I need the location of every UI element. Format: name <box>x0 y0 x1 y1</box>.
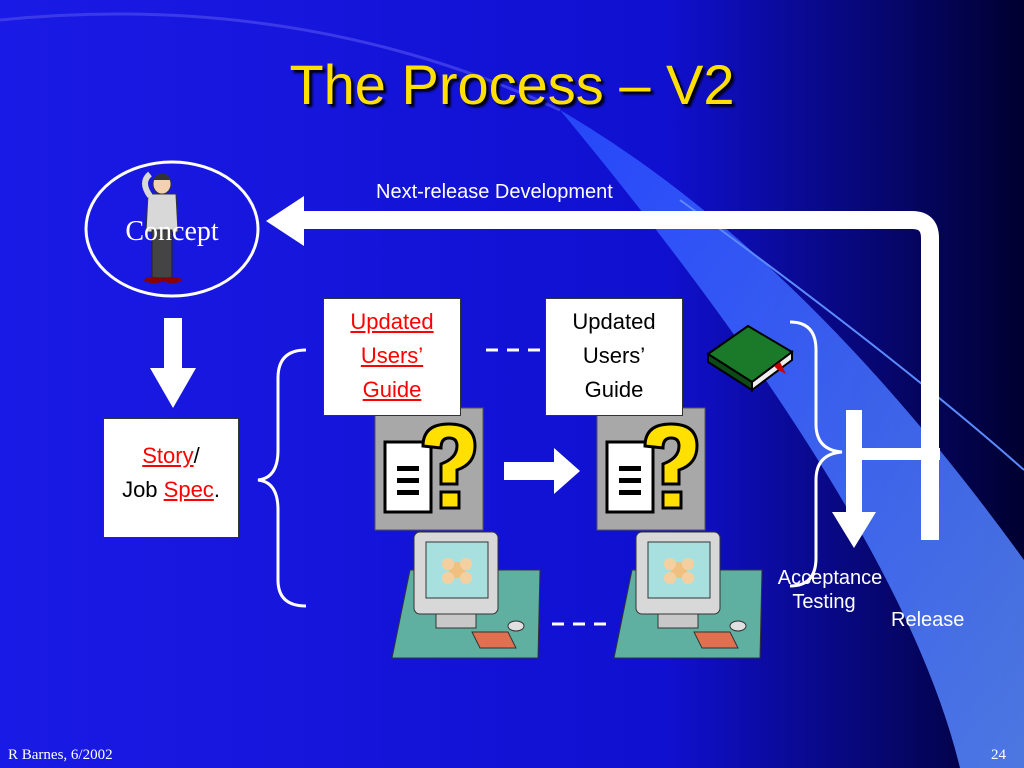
acceptance-testing-label: Acceptance Testing <box>762 566 898 614</box>
next-release-label: Next-release Development <box>376 181 613 203</box>
updated-users-guide-right-line3: Guide <box>584 377 644 402</box>
story-link[interactable]: Story <box>142 443 194 468</box>
slide-title: The Process – V2 <box>289 53 735 116</box>
left-brace <box>257 348 307 608</box>
help-document-icon <box>596 407 706 531</box>
thinking-person-icon <box>142 171 182 283</box>
right-brace <box>789 320 843 588</box>
updated-users-guide-left-line2[interactable]: Users’ <box>360 343 424 368</box>
help-document-icon <box>374 407 484 531</box>
concept-down-arrow-shaft <box>164 318 182 370</box>
transition-arrow-head <box>554 448 580 494</box>
updated-users-guide-left: Updated Users’ Guide <box>323 298 461 416</box>
job-text: Job <box>122 477 164 502</box>
acceptance-arrow-shaft <box>846 410 862 514</box>
updated-users-guide-left-line3[interactable]: Guide <box>362 377 422 402</box>
updated-users-guide-right-line2: Users’ <box>582 343 646 368</box>
acceptance-line1: Acceptance <box>777 567 883 589</box>
computer-icon <box>613 531 763 659</box>
decorative-arc <box>0 12 561 112</box>
computer-icon <box>391 531 541 659</box>
acceptance-arrow-head <box>832 512 876 548</box>
footer-page-number: 24 <box>991 747 1006 763</box>
acceptance-line2: Testing <box>792 591 856 613</box>
spec-link[interactable]: Spec <box>163 477 214 502</box>
concept-down-arrow-head <box>150 368 196 408</box>
release-crossbar <box>846 448 940 460</box>
spec-period: . <box>213 477 220 502</box>
transition-arrow-shaft <box>504 462 556 480</box>
next-release-arrowhead <box>266 196 304 246</box>
updated-users-guide-right-line1: Updated <box>572 309 656 334</box>
updated-users-guide-right: Updated Users’ Guide <box>545 298 683 416</box>
concept-ellipse <box>84 160 260 298</box>
updated-users-guide-left-line1[interactable]: Updated <box>350 309 434 334</box>
book-icon <box>706 324 794 392</box>
story-slash: / <box>193 443 200 468</box>
next-release-arrow-line <box>300 211 939 540</box>
decorative-swoosh <box>560 110 1024 768</box>
concept-label: Concept <box>125 216 219 247</box>
release-label: Release <box>891 609 965 631</box>
story-job-spec-doc: Story/ Job Spec. <box>103 418 239 538</box>
footer-author: R Barnes, 6/2002 <box>8 747 113 763</box>
